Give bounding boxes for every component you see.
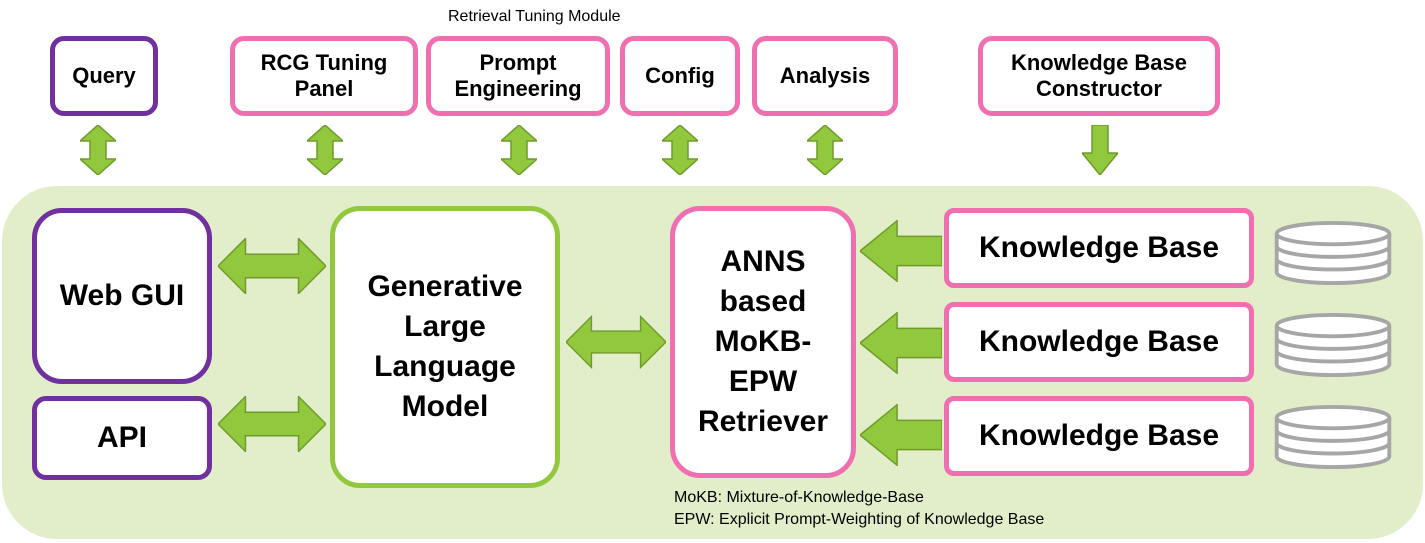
double-arrow-vertical-icon [501,125,537,175]
knowledge-base-box-3: Knowledge Base [944,396,1254,476]
database-icon [1274,312,1392,378]
double-arrow-vertical-icon [662,125,698,175]
double-arrow-vertical-icon [307,125,343,175]
double-arrow-vertical-icon [807,125,843,175]
database-icon [1274,220,1392,286]
double-arrow-horizontal-icon [566,315,666,369]
config-label: Config [645,62,715,88]
retriever-line3: MoKB- [714,325,812,358]
kb-constructor-line1: Knowledge Base [1010,49,1188,75]
config-box: Config [620,36,740,116]
web-gui-box: Web GUI [32,208,212,384]
kb-constructor-line2: Constructor [1036,76,1162,101]
llm-line1: Generative [367,270,523,303]
analysis-box: Analysis [752,36,898,116]
rcg-tuning-panel-line2: Panel [294,76,354,101]
api-box: API [32,396,212,480]
retriever-line5: Retriever [697,405,829,438]
prompt-engineering-line2: Engineering [454,76,582,101]
llm-box: Generative Large Language Model [330,206,560,488]
knowledge-base-box-1: Knowledge Base [944,208,1254,288]
knowledge-base-label-2: Knowledge Base [978,325,1220,358]
llm-line2: Large [404,310,486,343]
double-arrow-vertical-icon [80,125,116,175]
retriever-line2: based [719,285,807,318]
retriever-line1: ANNS [720,245,806,278]
llm-line3: Language [374,350,516,383]
query-label: Query [72,62,136,88]
knowledge-base-label-1: Knowledge Base [978,231,1220,264]
double-arrow-horizontal-icon [218,396,326,452]
left-arrow-icon [860,312,942,374]
prompt-engineering-box: Prompt Engineering [426,36,610,116]
rcg-tuning-panel-box: RCG Tuning Panel [230,36,418,116]
web-gui-label: Web GUI [59,279,185,312]
left-arrow-icon [860,404,942,466]
database-icon [1274,404,1392,470]
prompt-engineering-line1: Prompt [479,49,557,75]
knowledge-base-label-3: Knowledge Base [978,419,1220,452]
retriever-line4: EPW [728,365,798,398]
left-arrow-icon [860,220,942,282]
double-arrow-horizontal-icon [218,238,326,294]
knowledge-base-box-2: Knowledge Base [944,302,1254,382]
knowledge-base-constructor-box: Knowledge Base Constructor [978,36,1220,116]
down-arrow-icon [1082,125,1118,175]
retriever-box: ANNS based MoKB- EPW Retriever [670,206,856,478]
retrieval-tuning-module-caption: Retrieval Tuning Module [448,8,621,25]
rcg-tuning-panel-line1: RCG Tuning [260,49,388,75]
api-label: API [96,421,147,454]
note-mokb: MoKB: Mixture-of-Knowledge-Base [674,489,924,506]
analysis-label: Analysis [779,62,871,88]
llm-line4: Model [401,390,489,423]
query-box: Query [50,36,158,116]
note-epw: EPW: Explicit Prompt-Weighting of Knowle… [674,511,1045,528]
